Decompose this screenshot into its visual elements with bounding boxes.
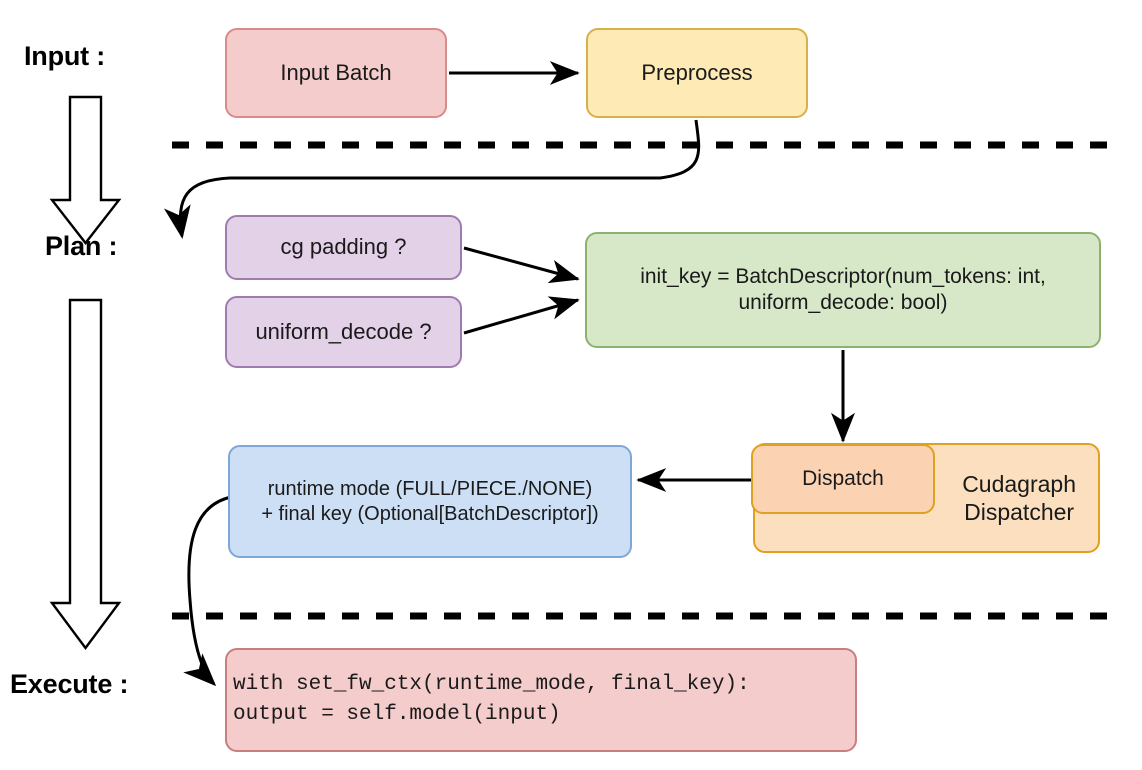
stage-label-plan: Plan :	[45, 231, 118, 261]
node-uniform-decode-label: uniform_decode ?	[255, 318, 432, 344]
edge-uniform-decode-to-init-key	[463, 296, 580, 335]
node-exec-code-label: with set_fw_ctx(runtime_mode, final_key)…	[233, 672, 750, 726]
stage-label-execute: Execute :	[10, 669, 129, 699]
node-dispatch[interactable]: Dispatch	[751, 444, 935, 514]
node-runtime-mode[interactable]: runtime mode (FULL/PIECE./NONE) + final …	[228, 445, 632, 558]
node-uniform-decode[interactable]: uniform_decode ?	[225, 296, 462, 368]
node-input-batch[interactable]: Input Batch	[225, 28, 447, 118]
node-init-key[interactable]: init_key = BatchDescriptor(num_tokens: i…	[585, 232, 1101, 348]
stage-label-input: Input :	[24, 41, 106, 71]
node-input-batch-label: Input Batch	[280, 59, 392, 85]
input-to-plan-arrow	[49, 95, 122, 245]
node-init-key-label: init_key = BatchDescriptor(num_tokens: i…	[640, 265, 1046, 314]
node-cg-padding[interactable]: cg padding ?	[225, 215, 462, 280]
node-runtime-mode-label: runtime mode (FULL/PIECE./NONE) + final …	[261, 478, 599, 525]
node-dispatch-label: Dispatch	[802, 467, 884, 491]
node-preprocess[interactable]: Preprocess	[586, 28, 808, 118]
node-cg-padding-label: cg padding ?	[280, 234, 407, 260]
plan-to-execute-arrow	[49, 298, 122, 651]
node-preprocess-label: Preprocess	[641, 59, 753, 85]
edge-cg-padding-to-init-key	[463, 246, 580, 284]
node-cudagraph-dispatcher-label: Cudagraph Dispatcher	[962, 470, 1076, 525]
node-exec-code[interactable]: with set_fw_ctx(runtime_mode, final_key)…	[225, 648, 857, 752]
